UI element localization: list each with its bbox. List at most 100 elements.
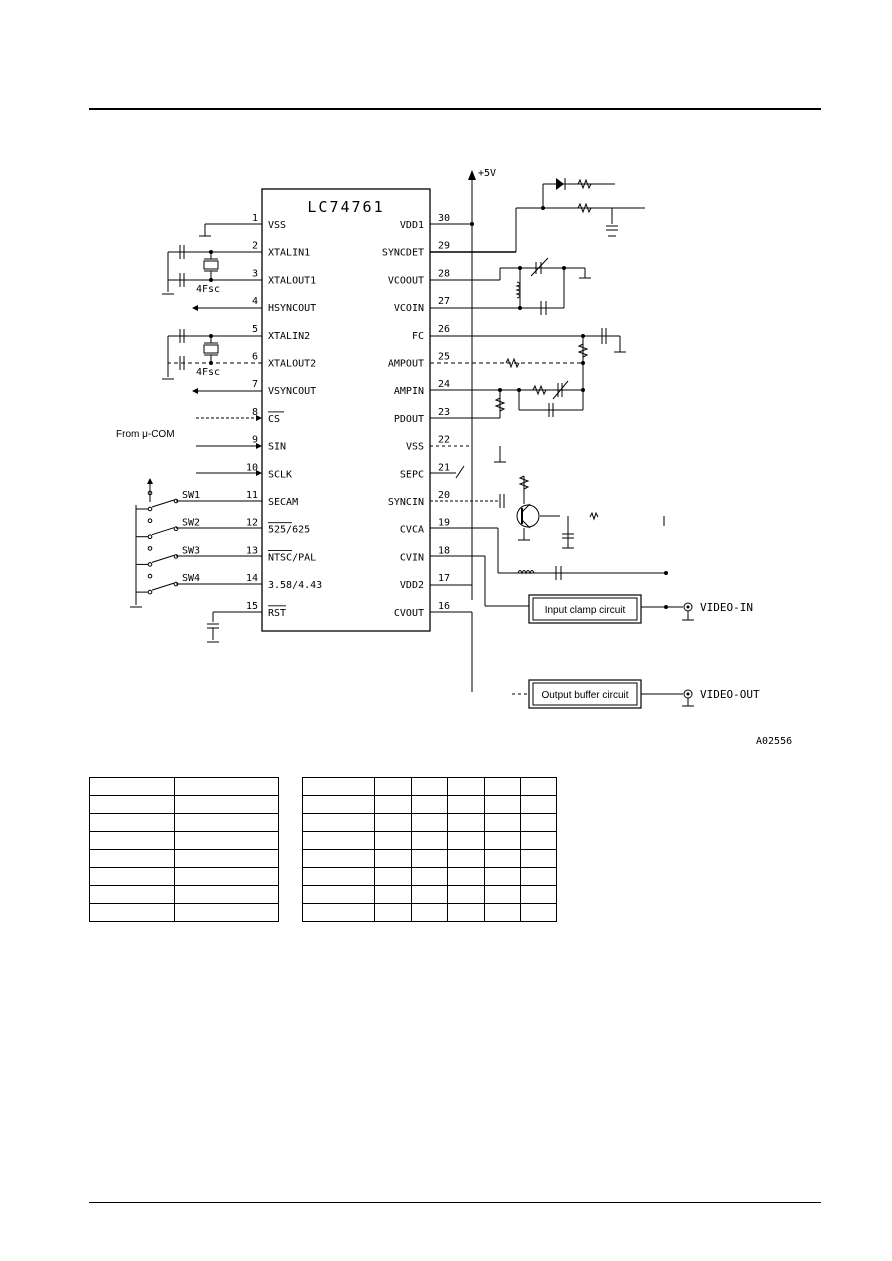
- table-row: [301, 903, 557, 922]
- table-cell: [174, 813, 279, 832]
- resistor-icon: [577, 178, 592, 190]
- left-pin-number: 7: [252, 379, 258, 390]
- table-cell: [374, 813, 412, 832]
- crystal-icon: [203, 260, 219, 270]
- left-pin-name: SIN: [268, 442, 286, 453]
- table-cell: [520, 867, 557, 886]
- diode-icon: [556, 178, 564, 190]
- chip-body: [261, 188, 431, 632]
- table-row: [88, 903, 279, 922]
- table-cell: [447, 867, 486, 886]
- resistor-icon: [494, 397, 506, 412]
- output-arrow-icon: [192, 305, 198, 311]
- table-cell: [88, 813, 176, 832]
- left-pin-number: 11: [246, 490, 258, 501]
- table-row: [301, 831, 557, 850]
- table-cell: [520, 795, 557, 814]
- table-cell: [410, 777, 449, 796]
- supply-arrow-icon: [468, 170, 476, 180]
- table-row: [301, 867, 557, 886]
- table-cell: [88, 777, 176, 796]
- left-pin-name: 525/625: [268, 525, 310, 536]
- table-cell: [410, 795, 449, 814]
- right-pin-number: 25: [438, 352, 450, 363]
- table-cell: [301, 867, 376, 886]
- right-pin-number: 26: [438, 324, 450, 335]
- table-row: [301, 885, 557, 904]
- right-pin-number: 30: [438, 213, 450, 224]
- input-arrow-icon: [256, 470, 262, 476]
- input-arrow-icon: [256, 415, 262, 421]
- left-pin-name: CS: [268, 414, 280, 425]
- table-cell: [520, 831, 557, 850]
- application-circuit-schematic: LC74761 1VSS2XTALIN13XTALOUT14HSYNCOUT5X…: [116, 168, 792, 747]
- video-in-label: VIDEO-IN: [700, 601, 753, 614]
- table-row: [88, 831, 279, 850]
- switch-lever-icon: [151, 527, 175, 536]
- left-pin-name: XTALIN2: [268, 331, 310, 342]
- right-pin-name: AMPIN: [394, 386, 424, 397]
- table-cell: [301, 885, 376, 904]
- output-buffer-label: Output buffer circuit: [541, 690, 628, 701]
- left-pins: 1VSS2XTALIN13XTALOUT14HSYNCOUT5XTALIN26X…: [246, 213, 322, 619]
- right-pin-name: FC: [412, 331, 424, 342]
- table-cell: [484, 903, 522, 922]
- table-cell: [88, 885, 176, 904]
- left-pin-number: 13: [246, 545, 258, 556]
- table-cell: [88, 867, 176, 886]
- right-pin-name: SYNCIN: [388, 497, 424, 508]
- right-pin-number: 24: [438, 379, 450, 390]
- right-pin-name: SEPC: [400, 469, 424, 480]
- table-cell: [374, 795, 412, 814]
- table-cell: [301, 903, 376, 922]
- table-cell: [174, 849, 279, 868]
- table-cell: [447, 903, 486, 922]
- table-cell: [484, 867, 522, 886]
- inductor-icon: [517, 570, 535, 575]
- switch-label: SW1: [182, 490, 200, 501]
- right-pin-name: VCOIN: [394, 303, 424, 314]
- table-cell: [520, 849, 557, 868]
- right-pin-number: 21: [438, 462, 450, 473]
- right-pin-number: 22: [438, 435, 450, 446]
- table-row: [88, 777, 279, 796]
- table-cell: [374, 903, 412, 922]
- table-cell: [174, 867, 279, 886]
- footer-rule: [89, 1202, 821, 1203]
- right-pin-name: VDD1: [400, 220, 424, 231]
- table-cell: [410, 849, 449, 868]
- switch-lever-icon: [151, 554, 175, 563]
- left-pin-name: SCLK: [268, 469, 292, 480]
- right-pin-name: AMPOUT: [388, 359, 424, 370]
- right-pin-number: 20: [438, 490, 450, 501]
- left-pin-number: 4: [252, 296, 258, 307]
- table-cell: [447, 885, 486, 904]
- right-pin-name: VDD2: [400, 580, 424, 591]
- table-cell: [410, 813, 449, 832]
- table-cell: [174, 903, 279, 922]
- right-pin-name: PDOUT: [394, 414, 424, 425]
- input-clamp-block: [532, 597, 638, 621]
- table-cell: [88, 903, 176, 922]
- table-cell: [484, 813, 522, 832]
- table-row: [88, 849, 279, 868]
- table-cell: [447, 777, 486, 796]
- crystal2-label: 4Fsc: [196, 367, 220, 378]
- left-pin-number: 3: [252, 268, 258, 279]
- crystal1-label: 4Fsc: [196, 284, 220, 295]
- left-pin-name: RST: [268, 608, 286, 619]
- table-cell: [484, 885, 522, 904]
- table-cell: [410, 831, 449, 850]
- table-cell: [374, 885, 412, 904]
- table-row: [301, 849, 557, 868]
- table-cell: [447, 849, 486, 868]
- output-buffer-block: [532, 682, 638, 706]
- table-cell: [447, 813, 486, 832]
- supply-label: +5V: [478, 168, 496, 179]
- left-pin-number: 14: [246, 573, 258, 584]
- right-pin-number: 16: [438, 601, 450, 612]
- right-pin-name: CVCA: [400, 525, 424, 536]
- table-cell: [520, 885, 557, 904]
- transistor-icon: [516, 504, 540, 528]
